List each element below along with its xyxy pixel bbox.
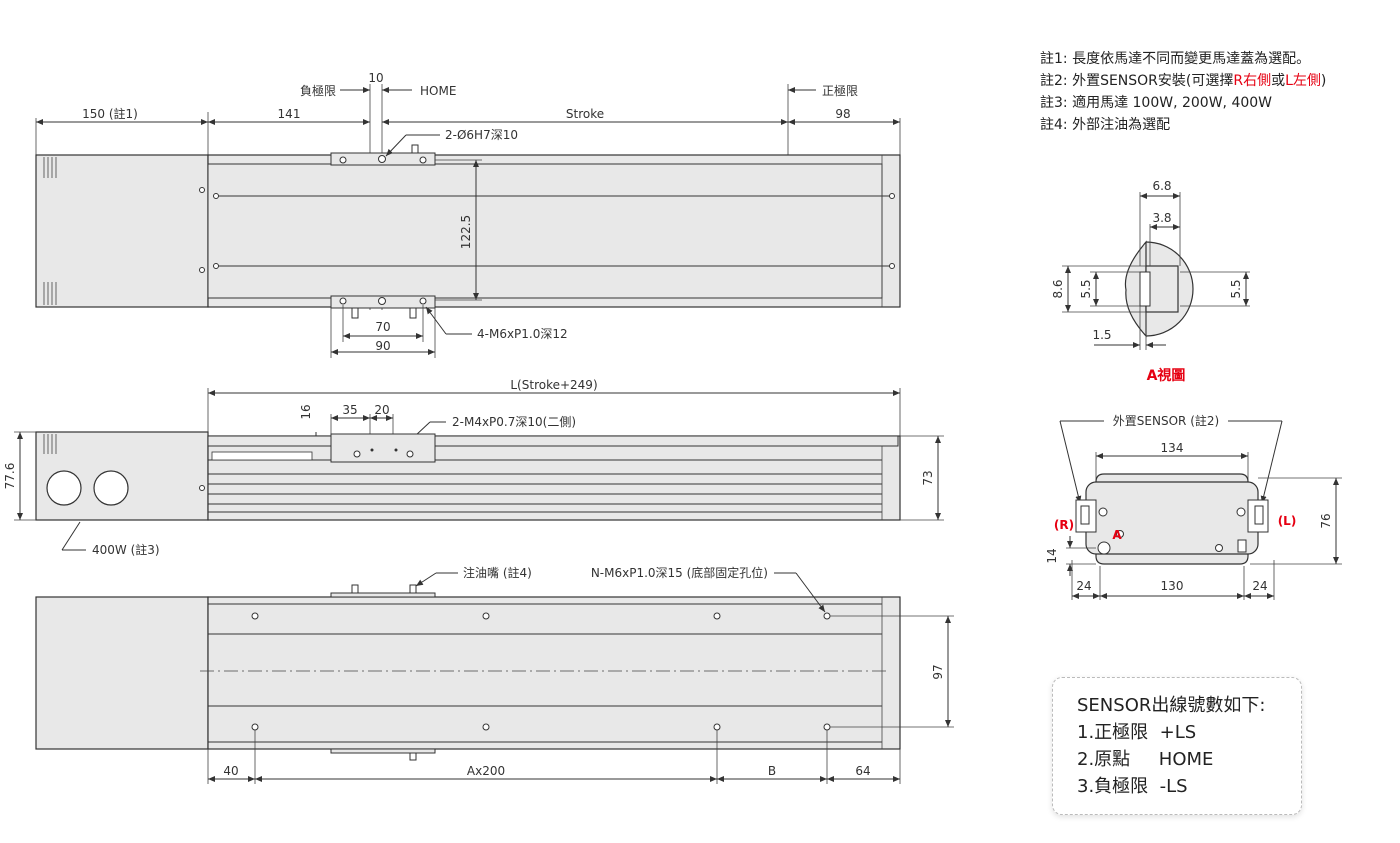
dim-141: 141	[278, 107, 301, 121]
dim-24-left: 24	[1076, 579, 1091, 593]
note-3: 註3: 適用馬達 100W, 200W, 400W	[1040, 95, 1273, 111]
note-2-or: 或	[1271, 73, 1286, 89]
end-view: 外置SENSOR (註2) 134 (R) (L) A 76 14	[1045, 414, 1342, 600]
dim-16: 16	[299, 404, 313, 419]
motor-bottom	[35, 596, 209, 750]
dim-77-6: 77.6	[3, 463, 17, 490]
sensor-row-value: -LS	[1159, 776, 1188, 797]
dim-73: 73	[921, 470, 935, 485]
notes-block: 註1: 長度依馬達不同而變更馬達蓋為選配。 註2: 外置SENSOR安裝(可選擇…	[1040, 48, 1326, 136]
dim-6-8: 6.8	[1152, 179, 1171, 193]
sensor-row-name: 3.負極限	[1077, 776, 1149, 797]
neg-limit-label: 負極限	[300, 83, 336, 98]
dim-150: 150 (註1)	[82, 107, 138, 121]
dim-20: 20	[374, 403, 389, 417]
connector-1	[46, 470, 82, 506]
mount-callout: N-M6xP1.0深15 (底部固定孔位)	[591, 565, 768, 580]
motor-label: 400W (註3)	[92, 543, 160, 557]
dim-3-8: 3.8	[1152, 211, 1171, 225]
vent-slots	[43, 157, 57, 305]
dim-b: B	[768, 764, 776, 778]
note-2-right: R右側	[1233, 73, 1272, 89]
dim-122-5: 122.5	[459, 215, 473, 249]
pos-limit-label: 正極限	[822, 83, 858, 98]
dim-ax200: Ax200	[467, 764, 505, 778]
sensor-row-value: +LS	[1159, 722, 1197, 743]
sensor-row: 3.負極限 -LS	[1077, 773, 1301, 800]
sensor-label: 外置SENSOR (註2)	[1113, 414, 1219, 428]
sensor-row-value: HOME	[1158, 749, 1214, 770]
note-2-suffix: )	[1320, 73, 1327, 89]
note-2: 註2: 外置SENSOR安裝(可選擇R右側或L左側)	[1040, 70, 1326, 92]
label-l: (L)	[1278, 514, 1297, 528]
dim-14: 14	[1045, 548, 1059, 563]
label-a: A	[1112, 528, 1122, 542]
dim-70: 70	[375, 320, 390, 334]
dim-1-5: 1.5	[1092, 328, 1111, 342]
a-view: 6.8 3.8 8.6 5.5 5.5 1.5 A視圖	[1051, 179, 1250, 384]
rail-bottom	[207, 596, 901, 750]
label-r: (R)	[1054, 518, 1074, 532]
motor-cover	[35, 154, 209, 308]
dim-98: 98	[835, 107, 850, 121]
sensor-wiring-box: SENSOR出線號數如下: 1.正極限 +LS 2.原點 HOME 3.負極限 …	[1052, 677, 1302, 815]
dim-35: 35	[342, 403, 357, 417]
sensor-row-name: 1.正極限	[1077, 722, 1149, 743]
dim-length: L(Stroke+249)	[510, 378, 597, 392]
dim-24-right: 24	[1252, 579, 1267, 593]
dim-8-6: 8.6	[1051, 279, 1065, 298]
hole-callout: 2-Ø6H7深10	[445, 128, 518, 142]
dim-10: 10	[368, 71, 383, 85]
thread-callout-top: 4-M6xP1.0深12	[477, 327, 568, 341]
dim-97: 97	[931, 664, 945, 679]
dim-90: 90	[375, 339, 390, 353]
dim-5-5-right: 5.5	[1229, 279, 1243, 298]
dim-40: 40	[223, 764, 238, 778]
sensor-row: 2.原點 HOME	[1077, 746, 1301, 773]
note-2-prefix: 註2: 外置SENSOR安裝(可選擇	[1040, 73, 1234, 89]
dim-76: 76	[1319, 513, 1333, 528]
bottom-view: 注油嘴 (註4) N-M6xP1.0深15 (底部固定孔位) 97 40 Ax2…	[35, 565, 954, 784]
thread-callout-side: 2-M4xP0.7深10(二側)	[452, 415, 576, 429]
oil-callout: 注油嘴 (註4)	[463, 565, 532, 580]
dim-130: 130	[1161, 579, 1184, 593]
dim-134: 134	[1161, 441, 1184, 455]
dim-64: 64	[855, 764, 870, 778]
dim-stroke: Stroke	[566, 107, 604, 121]
home-label: HOME	[420, 84, 456, 98]
top-view: 150 (註1) 141 Stroke 98 10 負極限 HOME 正極限	[35, 71, 901, 358]
side-view: L(Stroke+249) 35 20 16 2-M4xP0.7深10(二側)	[3, 378, 944, 557]
a-view-title: A視圖	[1147, 367, 1186, 384]
note-1: 註1: 長度依馬達不同而變更馬達蓋為選配。	[1040, 51, 1311, 67]
dim-5-5-left: 5.5	[1079, 279, 1093, 298]
sensor-row: 1.正極限 +LS	[1077, 719, 1301, 746]
sensor-box-title: SENSOR出線號數如下:	[1077, 695, 1266, 716]
note-2-left: L左側	[1285, 73, 1321, 89]
connector-2	[93, 470, 129, 506]
note-4: 註4: 外部注油為選配	[1040, 117, 1171, 133]
sensor-row-name: 2.原點	[1077, 749, 1131, 770]
